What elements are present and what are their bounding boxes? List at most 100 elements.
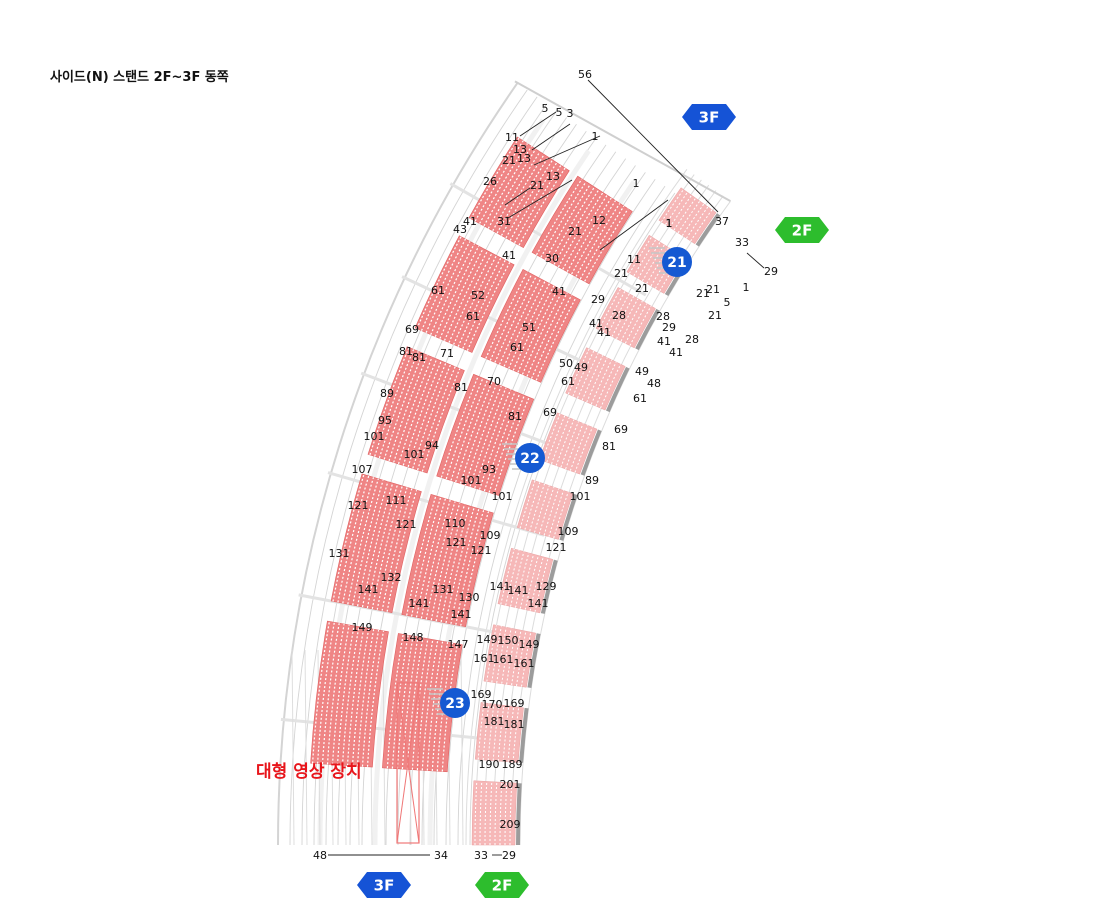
seat-block-2f[interactable]	[595, 287, 656, 349]
row-label: 41	[502, 249, 516, 262]
gate-21-marker[interactable]	[662, 247, 692, 277]
row-label: 121	[546, 541, 567, 554]
seat-row	[497, 705, 505, 762]
row-label: 170	[482, 698, 503, 711]
row-label: 1	[633, 177, 640, 190]
lower-lane	[460, 649, 464, 846]
row-label: 147	[448, 638, 469, 651]
badge-2f-bottom[interactable]	[475, 872, 529, 898]
row-label: 11	[627, 253, 641, 266]
row-label: 131	[433, 583, 454, 596]
seat-block-3f[interactable]	[367, 346, 465, 474]
stand-ring	[445, 178, 656, 846]
seat-row	[509, 162, 558, 241]
row-label: 48	[647, 377, 661, 390]
row-label: 130	[459, 591, 480, 604]
row-label: 21	[635, 282, 649, 295]
barrier	[527, 633, 541, 688]
leader-line	[507, 179, 573, 219]
row-label: 129	[536, 580, 557, 593]
seat-block-2f[interactable]	[497, 547, 554, 614]
barrier	[695, 213, 721, 247]
seat-block-2f[interactable]	[483, 624, 536, 688]
seat-row	[430, 243, 475, 335]
seat-row	[560, 421, 579, 468]
seat-block-3f[interactable]	[531, 175, 633, 285]
seat-row	[620, 300, 643, 342]
row-label: 1	[666, 217, 673, 230]
badge-3f-bottom[interactable]	[357, 872, 411, 898]
row-label: 29	[591, 293, 605, 306]
row-label: 13	[546, 170, 560, 183]
seat-row	[517, 287, 559, 373]
row-label: 81	[602, 440, 616, 453]
seat-row	[406, 495, 437, 616]
seat-row	[477, 702, 485, 760]
row-label: 26	[483, 175, 497, 188]
seat-block-3f[interactable]	[414, 235, 515, 353]
seat-row	[506, 629, 517, 685]
row-label: 43	[453, 223, 467, 236]
seat-row	[426, 641, 444, 771]
seat-block-3f[interactable]	[468, 136, 570, 249]
seat-row	[496, 154, 545, 234]
seat-row	[566, 197, 612, 272]
seat-row	[535, 178, 583, 256]
row-label: 81	[508, 410, 522, 423]
seat-block-2f[interactable]	[474, 702, 524, 763]
row-label: 141	[358, 583, 379, 596]
row-label: 161	[474, 652, 495, 665]
seat-block-2f[interactable]	[658, 187, 717, 245]
seat-row	[516, 631, 527, 686]
seat-block-3f[interactable]	[401, 494, 494, 628]
row-label: 141	[409, 597, 430, 610]
row-label: 121	[471, 544, 492, 557]
badge-3f-top[interactable]	[682, 104, 736, 130]
seat-block-3f[interactable]	[480, 268, 581, 383]
seat-row	[633, 239, 657, 277]
row-label: 31	[497, 215, 511, 228]
seat-row	[503, 280, 546, 367]
seat-row	[417, 366, 456, 471]
row-label: 1	[592, 130, 599, 143]
seat-row	[567, 348, 590, 395]
gate-22-marker[interactable]	[515, 443, 545, 473]
row-label: 21	[706, 283, 720, 296]
row-label: 34	[434, 849, 448, 862]
seat-row	[531, 294, 573, 379]
seat-row	[378, 351, 419, 459]
seat-row	[485, 271, 528, 359]
screen-label: 대형 영상 장치	[256, 762, 362, 782]
gate-23-marker[interactable]	[440, 688, 470, 718]
seat-row	[511, 630, 522, 686]
barrier	[559, 493, 578, 541]
seat-row	[411, 497, 442, 617]
seat-row	[388, 354, 428, 462]
row-label: 5	[724, 296, 731, 309]
seat-row	[498, 278, 542, 365]
seat-row	[665, 192, 688, 225]
row-label: 30	[545, 252, 559, 265]
seat-row	[369, 347, 410, 456]
seat-row	[549, 186, 596, 263]
page-title: 사이드(N) 스탠드 2F~3F 동쪽	[50, 70, 229, 85]
seat-row	[337, 475, 370, 603]
row-label: 61	[466, 310, 480, 323]
seat-row	[435, 504, 466, 622]
row-label: 149	[519, 638, 540, 651]
seat-row	[493, 397, 530, 495]
stand-ring-2f	[519, 200, 731, 846]
seat-row	[483, 393, 521, 492]
badge-2f-right[interactable]	[775, 217, 829, 243]
row-label: 141	[508, 584, 529, 597]
gate-23-label: 23	[445, 696, 464, 712]
row-label: 109	[480, 529, 501, 542]
seat-row	[366, 630, 385, 767]
seat-block-2f[interactable]	[516, 479, 574, 540]
seat-row	[317, 622, 335, 764]
row-label: 21	[530, 179, 544, 192]
seat-row	[574, 427, 593, 473]
row-label: 101	[461, 474, 482, 487]
seat-row	[624, 303, 648, 344]
seat-row	[524, 555, 539, 610]
